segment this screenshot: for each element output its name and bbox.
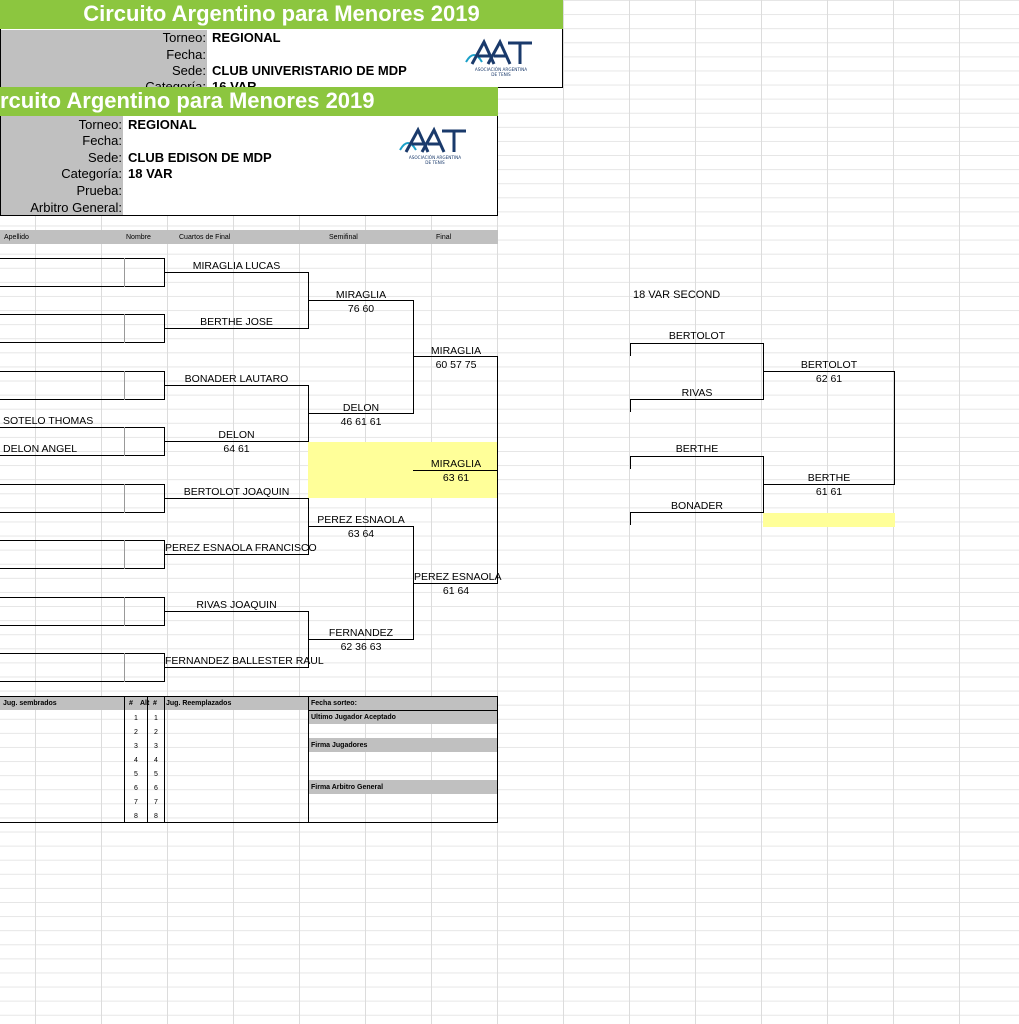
seed-number-2: 2: [134, 729, 138, 736]
svg-text:DE TENIS: DE TENIS: [425, 160, 445, 165]
firma-jug-header: [308, 738, 498, 752]
alt-number-8: 8: [154, 813, 158, 820]
back-value-torneo[interactable]: REGIONAL: [212, 30, 281, 45]
final-player-1[interactable]: MIRAGLIA: [430, 345, 482, 357]
champion-score: 63 61: [442, 472, 470, 484]
column-header-bar: [0, 230, 498, 244]
second-draw-title: 18 VAR SECOND: [633, 289, 721, 301]
alt-number-6: 6: [154, 785, 158, 792]
alt-number-5: 5: [154, 771, 158, 778]
qf-player-6[interactable]: PEREZ ESNAOLA FRANCISCO: [165, 542, 317, 554]
back-label-column: [1, 30, 207, 87]
sf-player-2[interactable]: DELON: [342, 402, 380, 414]
back-aat-logo: ASOCIACIÓN ARGENTINA DE TENIS: [462, 38, 540, 80]
second-final-score-1: 62 61: [815, 373, 843, 385]
num-header-1: #: [129, 700, 133, 707]
front-label-fecha: Fecha:: [82, 133, 122, 148]
second-final-player-2[interactable]: BERTHE: [807, 472, 851, 484]
qf-player-7[interactable]: RIVAS JOAQUIN: [196, 599, 277, 611]
alt-number-2: 2: [154, 729, 158, 736]
col-header-nombre: Nombre: [126, 234, 151, 241]
sf-score-3: 63 64: [347, 528, 375, 540]
sembrados-header: Jug. sembrados: [3, 700, 57, 707]
qf-player-8[interactable]: FERNANDEZ BALLESTER RAUL: [165, 655, 324, 667]
sorteo-header: [308, 696, 498, 710]
back-label-torneo: Torneo:: [162, 30, 206, 45]
sf-score-2: 46 61 61: [340, 416, 382, 428]
qf-player-5[interactable]: BERTOLOT JOAQUIN: [183, 486, 290, 498]
back-label-fecha: Fecha:: [166, 47, 206, 62]
seed-number-8: 8: [134, 813, 138, 820]
seed-number-7: 7: [134, 799, 138, 806]
col-header-semifinal: Semifinal: [329, 234, 358, 241]
alt-number-7: 7: [154, 799, 158, 806]
second-final-player-1[interactable]: BERTOLOT: [800, 359, 858, 371]
firma-jugadores-label: Firma Jugadores: [311, 742, 368, 749]
aat-logo-icon: ASOCIACIÓN ARGENTINA DE TENIS: [465, 38, 532, 77]
sf-player-3[interactable]: PEREZ ESNAOLA: [317, 514, 405, 526]
back-label-sede: Sede:: [172, 63, 206, 78]
aat-logo-icon: ASOCIACIÓN ARGENTINA DE TENIS: [399, 126, 466, 165]
alt-number-1: 1: [154, 715, 158, 722]
sf-score-1: 76 60: [347, 303, 375, 315]
sf-player-1[interactable]: MIRAGLIA: [335, 289, 387, 301]
second-final-score-2: 61 61: [815, 486, 843, 498]
sf-player-4[interactable]: FERNANDEZ: [328, 627, 394, 639]
front-label-prueba: Prueba:: [76, 183, 122, 198]
ultimo-label: Ultimo Jugador Aceptado: [311, 714, 396, 721]
front-label-arbitro: Arbitro General:: [30, 200, 122, 215]
col-header-final: Final: [436, 234, 452, 241]
front-label-torneo: Torneo:: [78, 117, 122, 132]
champion-name[interactable]: MIRAGLIA: [430, 458, 482, 470]
ultimo-header: [308, 710, 498, 724]
seed-number-5: 5: [134, 771, 138, 778]
draw-player-1[interactable]: SOTELO THOMAS: [3, 415, 94, 427]
col-header-cuartos: Cuartos de Final: [179, 234, 231, 241]
final-score-2: 61 64: [442, 585, 470, 597]
fecha-sorteo-label: Fecha sorteo:: [311, 700, 357, 707]
back-banner-title: Circuito Argentino para Menores 2019: [0, 0, 563, 29]
svg-text:ASOCIACIÓN ARGENTINA: ASOCIACIÓN ARGENTINA: [409, 155, 461, 160]
front-value-torneo[interactable]: REGIONAL: [128, 117, 197, 132]
firma-arb-header: [308, 780, 498, 794]
num-header-2: #: [153, 700, 157, 707]
draw-player-2[interactable]: DELON ANGEL: [3, 443, 78, 455]
final-player-2[interactable]: PEREZ ESNAOLA: [414, 571, 502, 583]
alt-number-3: 3: [154, 743, 158, 750]
seed-number-6: 6: [134, 785, 138, 792]
second-r1-player-4[interactable]: BONADER: [671, 500, 723, 512]
second-r1-player-1[interactable]: BERTOLOT: [668, 330, 726, 342]
back-value-sede[interactable]: CLUB UNIVERISTARIO DE MDP: [212, 63, 407, 78]
seed-number-3: 3: [134, 743, 138, 750]
front-aat-logo: ASOCIACIÓN ARGENTINA DE TENIS: [396, 126, 474, 168]
front-value-categoria[interactable]: 18 VAR: [128, 166, 173, 181]
second-highlight: [763, 513, 895, 527]
alt-header: Alt: [140, 700, 150, 707]
qf-score-4: 64 61: [223, 443, 250, 455]
col-header-apellido: Apellido: [4, 234, 29, 241]
final-score-1: 60 57 75: [435, 359, 477, 371]
qf-player-2[interactable]: BERTHE JOSE: [200, 316, 273, 328]
second-r1-player-3[interactable]: BERTHE: [675, 443, 719, 455]
bottom-header-bar: [0, 696, 308, 710]
reemplazados-header: Jug. Reemplazados: [166, 700, 232, 707]
qf-player-4[interactable]: DELON: [218, 429, 255, 441]
front-label-sede: Sede:: [88, 150, 122, 165]
firma-arbitro-label: Firma Arbitro General: [311, 784, 384, 791]
seed-number-4: 4: [134, 757, 138, 764]
svg-text:ASOCIACIÓN ARGENTINA: ASOCIACIÓN ARGENTINA: [475, 67, 527, 72]
qf-player-3[interactable]: BONADER LAUTARO: [184, 373, 289, 385]
qf-player-1[interactable]: MIRAGLIA LUCAS: [192, 260, 281, 272]
seed-number-1: 1: [134, 715, 138, 722]
front-label-column: [1, 116, 123, 215]
front-value-sede[interactable]: CLUB EDISON DE MDP: [128, 150, 272, 165]
alt-number-4: 4: [154, 757, 158, 764]
front-label-categoria: Categoría:: [61, 166, 122, 181]
front-banner-title: rcuito Argentino para Menores 2019: [0, 87, 498, 116]
svg-text:DE TENIS: DE TENIS: [491, 72, 511, 77]
sf-score-4: 62 36 63: [340, 641, 382, 653]
second-r1-player-2[interactable]: RIVAS: [681, 387, 713, 399]
